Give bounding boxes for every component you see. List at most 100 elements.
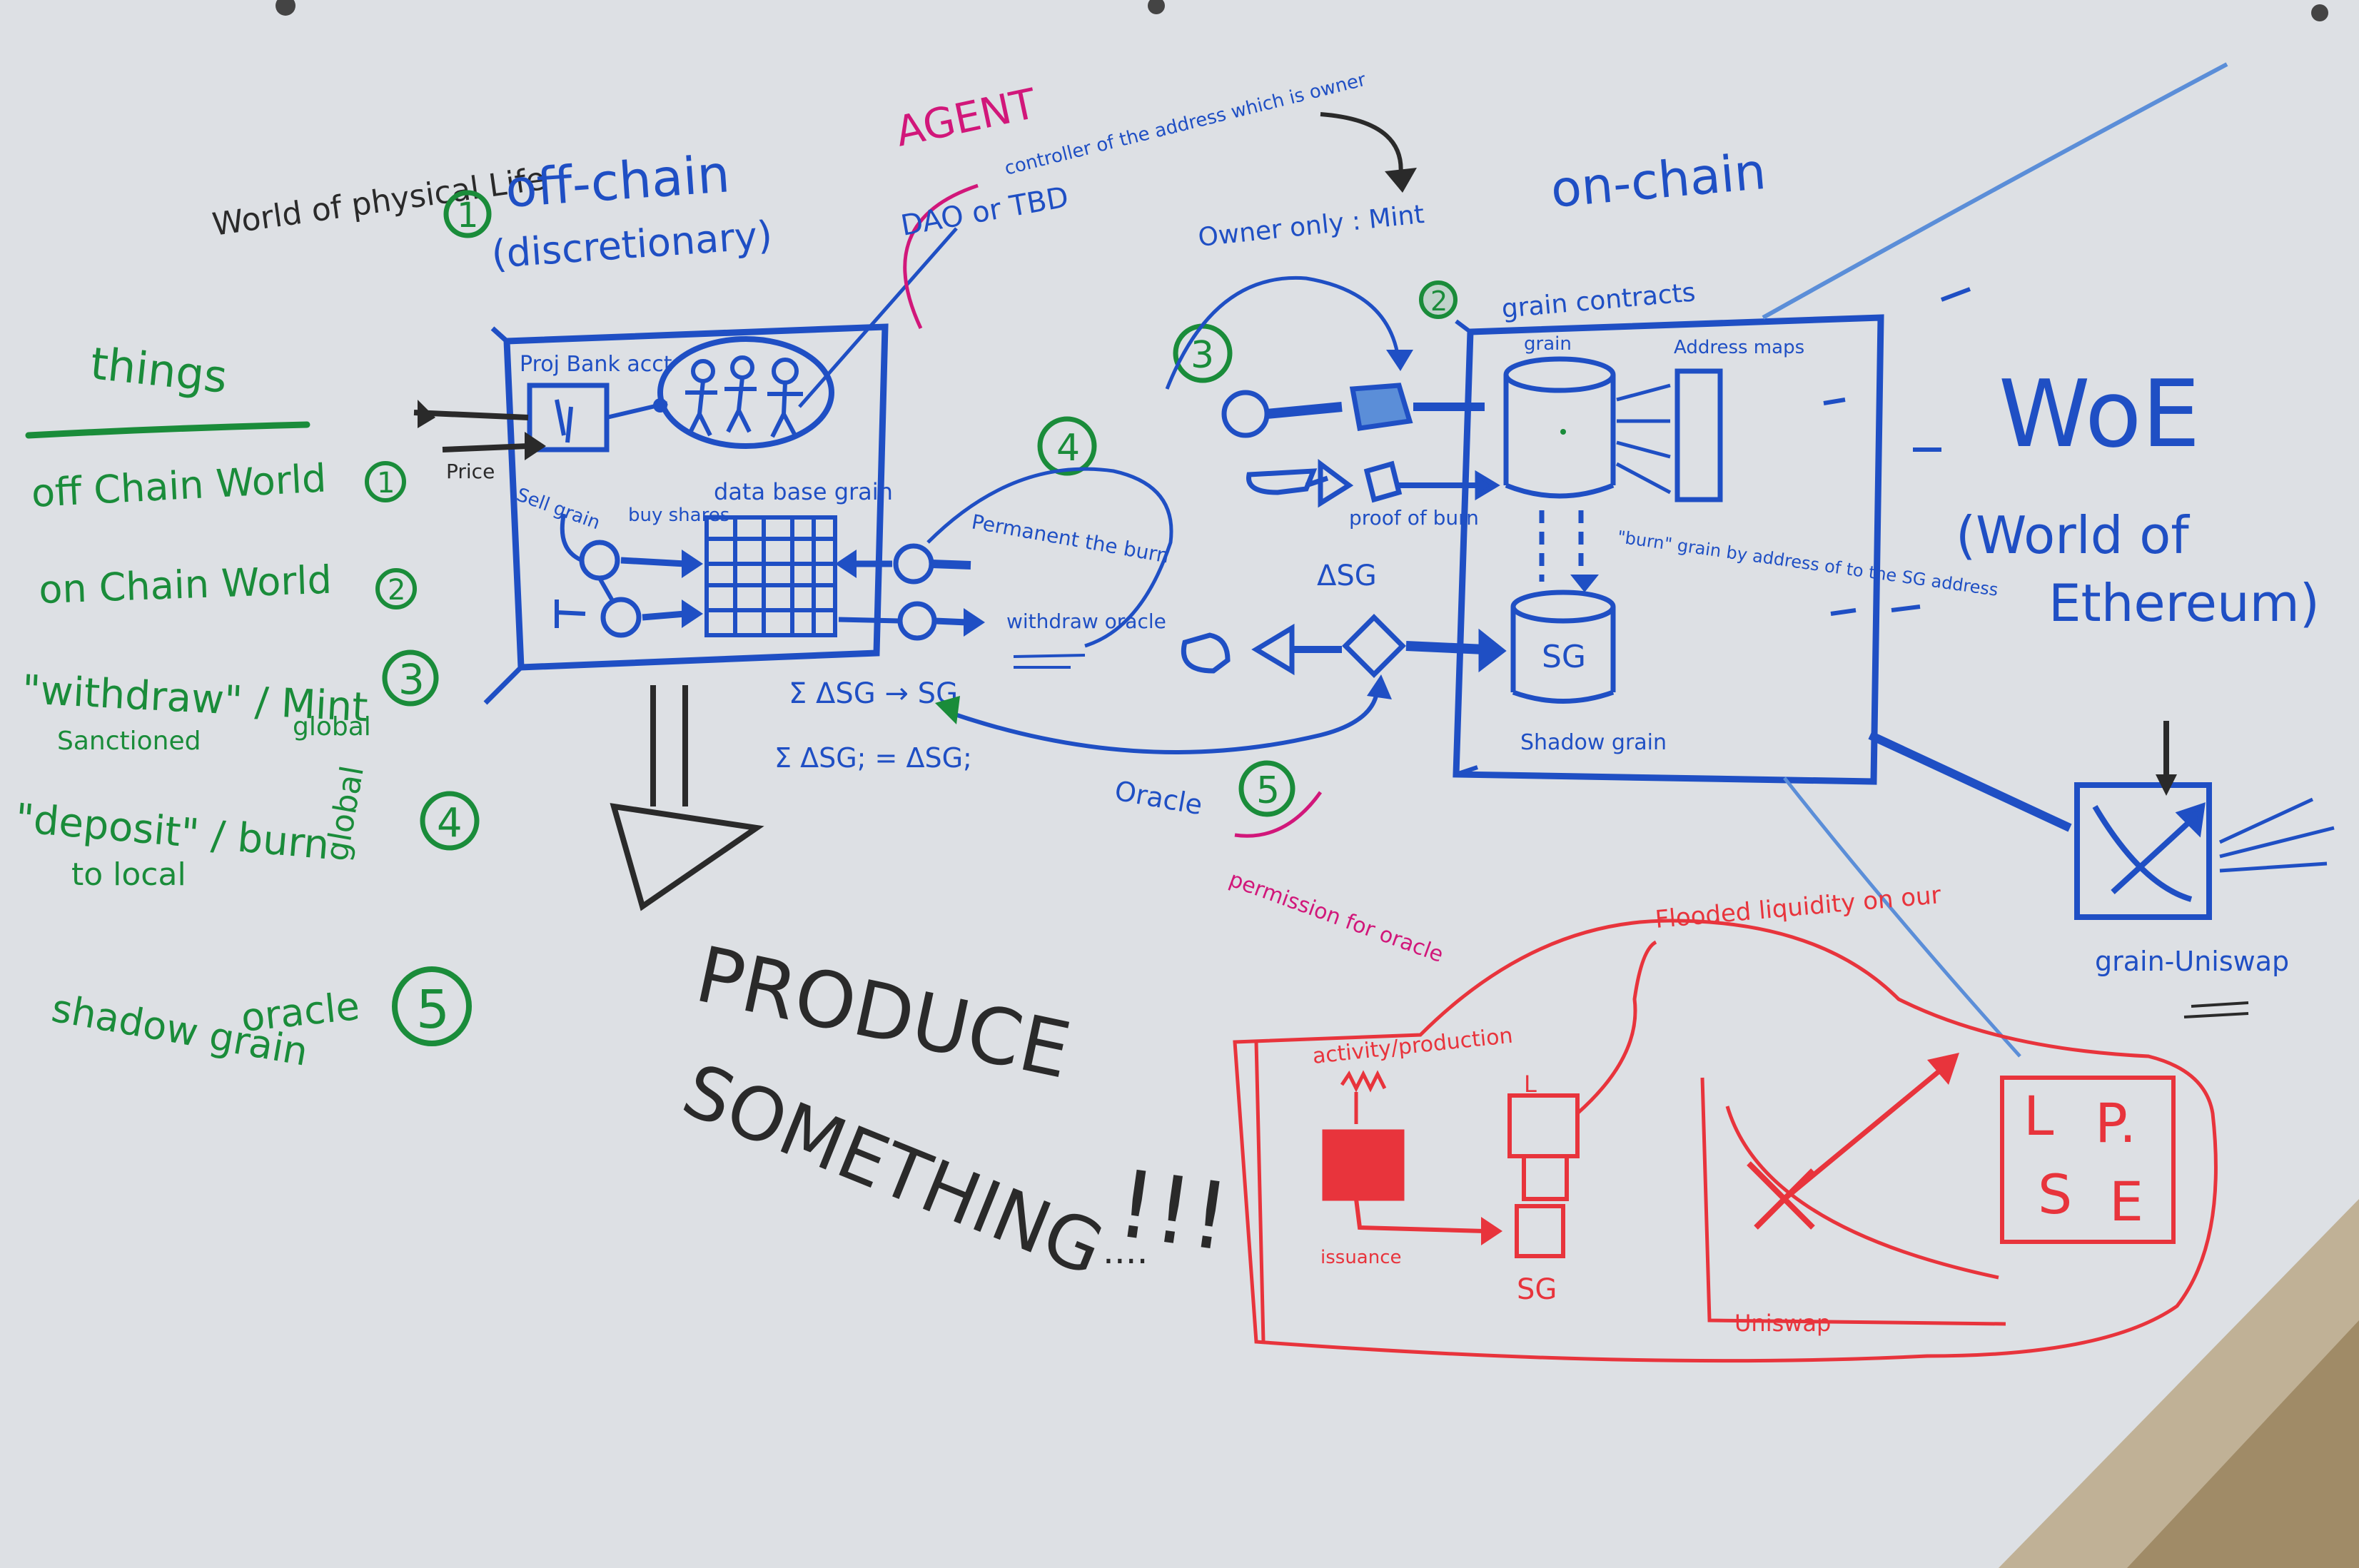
legend-num-3-circle — [382, 649, 439, 707]
grain-to-sg-head — [1570, 575, 1599, 592]
sum-formula-label: Σ ΔSG; = ΔSG; — [774, 742, 972, 774]
middle-flow: Owner only : Mint 3 4 proof of burn ΔSG — [926, 112, 1507, 968]
grain-uniswap-label: grain-Uniswap — [2095, 946, 2289, 977]
stick-figures-icon — [685, 355, 803, 438]
withdraw-oracle-label: withdraw oracle — [1006, 610, 1166, 633]
offchain-box — [503, 323, 889, 671]
l-to-flooded-curve — [1576, 940, 1657, 1115]
proj-bank-mark — [555, 399, 573, 443]
proof-of-burn-label: proof of burn — [1349, 506, 1479, 530]
price-label: Price — [446, 460, 495, 483]
burn-node-tail — [931, 560, 971, 570]
production-to-issuance-head — [1481, 1217, 1502, 1245]
woe-sub2: Ethereum) — [2049, 573, 2320, 633]
address-maps-label: Address maps — [1674, 337, 1804, 358]
lp-e: E — [2109, 1170, 2143, 1233]
buy-to-db-arrow-head — [682, 600, 703, 628]
onchain-num: 2 — [1430, 285, 1448, 317]
offchain-num-circle — [443, 190, 492, 238]
sg-row — [1181, 614, 1507, 678]
produce-arrow — [610, 685, 764, 911]
grain-center-dot — [1560, 429, 1566, 435]
lp-box — [2000, 1076, 2176, 1244]
produce-marks: !!! — [1111, 1149, 1236, 1272]
uniswap-underline — [2183, 1001, 2249, 1018]
onchain-box — [1453, 314, 1884, 785]
withdraw-node — [897, 601, 937, 641]
produce-dots: .... — [1103, 1230, 1148, 1272]
legend-num-4-circle — [420, 791, 480, 851]
mint-row — [1221, 383, 1485, 438]
num5: 5 — [1256, 769, 1280, 812]
board-corner-texture-2 — [2127, 1320, 2359, 1568]
sg-cylinder — [1510, 590, 1616, 704]
legend-underline — [25, 421, 310, 439]
grain-to-sg-dashed — [1539, 510, 1584, 582]
bank-to-people-dot — [653, 398, 667, 413]
red-inner-box — [1254, 1041, 1266, 1342]
price-arrow-in-head — [418, 400, 435, 428]
uniswap-arrow-head — [1927, 1053, 1959, 1085]
num4-circle — [1037, 416, 1097, 476]
oracle-top-arrow-head — [1385, 168, 1417, 193]
lp-l: L — [2024, 1084, 2054, 1148]
activity-squiggle-icon — [1340, 1070, 1387, 1093]
buy-node — [600, 597, 642, 638]
woe-line-to-uniswap — [1868, 731, 2072, 832]
burn-node-arrow-head — [835, 550, 857, 578]
withdraw-node-left — [838, 617, 900, 624]
uniswap-arrow — [1782, 1061, 1951, 1201]
lp-p: P. — [2095, 1091, 2136, 1155]
database-grain-label: data base grain — [714, 478, 893, 505]
shadow-grain-label: Shadow grain — [1520, 730, 1667, 755]
database-grid — [704, 515, 837, 637]
oracle-curve-head — [935, 696, 960, 724]
onchain-num-circle — [1419, 280, 1458, 319]
woe-sub1: (World of — [1956, 505, 2190, 565]
woe-title: WoE — [1999, 360, 2201, 468]
production-box — [1322, 1129, 1405, 1201]
legend: things off Chain World 1 on Chain World … — [14, 337, 480, 1075]
people-ellipse — [657, 336, 834, 449]
legend-item-4-sub1: to local — [71, 856, 186, 893]
legend-num-5: 5 — [416, 979, 450, 1041]
price-arrow-in — [413, 410, 529, 420]
red-outline — [1233, 919, 2218, 1363]
issuance-label: issuance — [1320, 1247, 1402, 1268]
grain-cylinder — [1503, 356, 1616, 499]
offchain-box-corner — [483, 665, 523, 705]
grain-label: grain — [1524, 333, 1572, 355]
pin-mid — [1148, 0, 1165, 14]
legend-item-2: on Chain World — [38, 557, 333, 612]
legend-num-3: 3 — [398, 655, 425, 704]
withdraw-node-arrow-head — [964, 608, 985, 637]
lp-s: S — [2038, 1163, 2072, 1226]
oracle-curve-head-2 — [1367, 674, 1392, 699]
woe-line-to-lp — [1783, 777, 2021, 1058]
proj-bank-label: Proj Bank acct — [520, 352, 672, 377]
agent-arc — [903, 183, 979, 330]
price-arrow-out-head — [525, 432, 546, 460]
legend-num-2-circle — [375, 568, 417, 610]
price-arrow-out — [442, 443, 529, 452]
withdraw-oracle-underline — [1013, 654, 1086, 669]
uniswap-red-label: Uniswap — [1734, 1310, 1831, 1337]
withdraw-node-arrow — [934, 617, 968, 626]
uniswap-curve — [1725, 1106, 1999, 1280]
node-link — [555, 513, 616, 628]
num3: 3 — [1191, 334, 1214, 377]
legend-num-4: 4 — [437, 800, 463, 846]
agent-link — [798, 227, 958, 408]
woe-long-line — [1762, 62, 2228, 320]
production-to-issuance — [1354, 1198, 1485, 1233]
sell-to-db-arrow-head — [682, 550, 703, 578]
offchain-num: 1 — [457, 196, 479, 236]
uniswap-axes — [1700, 1077, 2006, 1326]
board-corner-texture — [1999, 1199, 2359, 1568]
burn-curve — [926, 467, 1173, 648]
box-tick-marks — [1823, 287, 1971, 616]
sell-to-db-arrow — [620, 557, 686, 567]
grain-to-address-lines — [1615, 383, 1672, 495]
num4: 4 — [1056, 427, 1080, 470]
